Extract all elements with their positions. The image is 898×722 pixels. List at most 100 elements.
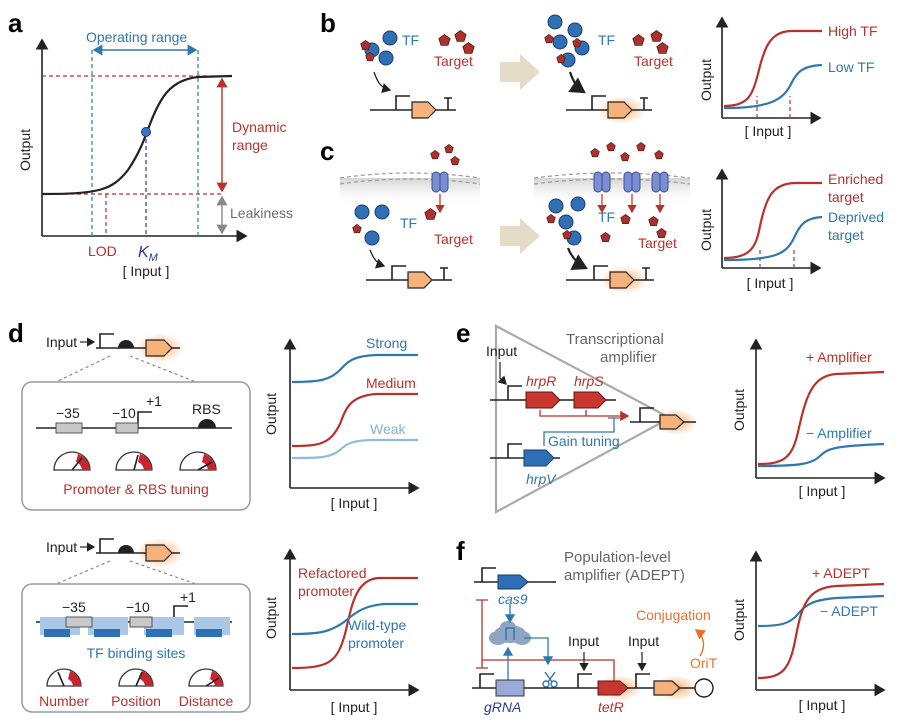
strong-label: Strong (366, 335, 407, 351)
lod-label: LOD (88, 243, 117, 259)
minus-adept-label: − ADEPT (820, 603, 878, 619)
reporter-gene-e (659, 414, 685, 430)
dial-icons-bottom (46, 668, 224, 687)
plot-d2-ylabel: Output (263, 597, 279, 639)
dial-icon (115, 451, 153, 471)
reporter-gene-2 (607, 101, 633, 119)
oriT-label: OriT (690, 655, 718, 671)
tf-cluster-c-left (352, 204, 390, 246)
membrane-right (533, 172, 691, 185)
plot-b-ylabel: Output (698, 59, 714, 101)
dial-icon (46, 668, 82, 687)
minus35-label-2: −35 (62, 599, 86, 615)
rbs-d-bottom (118, 545, 134, 553)
hrpS-label: hrpS (574, 373, 604, 389)
dial-icons-top (53, 451, 217, 471)
enriched-label-1: Enriched (828, 171, 883, 187)
target-cluster (438, 30, 475, 54)
minus10-box-2 (129, 616, 153, 628)
scissors-icon (542, 671, 558, 688)
minus-amplifier-label: − Amplifier (806, 425, 872, 441)
distance-label: Distance (179, 693, 234, 709)
gRNA-label: gRNA (484, 699, 521, 715)
gRNA-box (495, 679, 525, 697)
medium-curve (291, 392, 418, 448)
activation-arrow-strong (568, 71, 586, 94)
panel-letter-e: e (456, 318, 470, 348)
plot-e-ylabel: Output (731, 389, 747, 431)
adept-title-2: amplifier (ADEPT) (564, 567, 685, 584)
target-label-2: Target (634, 53, 673, 69)
plot-e-xlabel: [ Input ] (799, 483, 846, 499)
leakiness-label: Leakiness (230, 205, 293, 221)
deprived-label-1: Deprived (828, 209, 884, 225)
panel-e: e Transcriptional amplifier Input hrpR h… (456, 318, 886, 514)
wildtype-curve (291, 602, 418, 636)
high-tf-label: High TF (828, 23, 878, 39)
minus-adept-curve (757, 594, 885, 628)
refactored-label-2: promoter (298, 583, 354, 599)
plot-b-xlabel: [ Input ] (745, 123, 792, 139)
gain-tuning-line (543, 417, 620, 446)
input-arrow-e (497, 362, 507, 385)
rbs-shape (198, 419, 216, 428)
reporter-gene-d-top (145, 339, 173, 357)
refactored-label-1: Refactored (298, 565, 366, 581)
cas9-label: cas9 (498, 591, 528, 607)
hrpS-gene (573, 391, 607, 409)
tetR-repression-gRNA (476, 660, 488, 669)
plus1-label: +1 (146, 393, 162, 409)
panel-a: a Operating range Dynamic range Leakines… (8, 8, 293, 279)
panel-letter-d: d (8, 318, 24, 348)
tf-cluster-c-right (546, 196, 586, 246)
plot-d-xlabel: [ Input ] (331, 495, 378, 511)
plus-adept-curve (757, 582, 885, 680)
panel-letter-b: b (320, 8, 336, 38)
tf-label-c: TF (400, 215, 417, 231)
tuning-label: Promoter & RBS tuning (63, 481, 209, 497)
refactored-curve (291, 576, 418, 670)
panel-c: c (320, 136, 884, 294)
km-point (141, 127, 151, 137)
km-label: KM (138, 244, 159, 264)
minus10-label-2: −10 (126, 599, 150, 615)
transporters-right (590, 142, 669, 214)
tf-cluster-low (360, 30, 398, 66)
cas9-gene (497, 574, 529, 590)
number-label: Number (39, 693, 89, 709)
panel-letter-f: f (456, 536, 465, 566)
activation-arrow-c (369, 249, 386, 269)
rbs-label: RBS (192, 401, 221, 417)
position-label: Position (111, 693, 161, 709)
low-tf-curve (723, 63, 823, 110)
medium-label: Medium (366, 375, 416, 391)
plot-d2-xlabel: [ Input ] (331, 699, 378, 715)
dynamic-range-label-2: range (232, 137, 268, 153)
tf-binding-site-blocks (40, 617, 230, 637)
plot-d-ylabel: Output (263, 393, 279, 435)
x-axis-label: [ Input ] (123, 263, 170, 279)
strong-curve (291, 353, 418, 384)
minus10-box (115, 422, 139, 434)
target-cluster-2 (632, 30, 669, 54)
plot-f-xlabel: [ Input ] (799, 697, 846, 713)
conjugation-label: Conjugation (636, 607, 711, 623)
cleavage-arrow (524, 637, 554, 666)
plus-amplifier-label: + Amplifier (806, 349, 872, 365)
hrpV-gene (523, 449, 555, 467)
panel-d: d Input −35 −10 +1 RBS (8, 318, 420, 511)
tetR-label: tetR (598, 699, 624, 715)
enriched-curve (723, 181, 822, 260)
membrane-left (339, 172, 481, 185)
zoom-line-left-2 (55, 560, 111, 585)
amplifier-title-2: amplifier (600, 349, 657, 366)
plus1-label-2: +1 (180, 589, 196, 605)
plot-c-ylabel: Output (698, 209, 714, 251)
adept-title-1: Population-level (564, 549, 671, 566)
reporter-gene-c (407, 271, 433, 289)
dial-icon (188, 668, 224, 687)
panel-d-bottom: Input −35 −10 +1 TF binding sites (21, 538, 420, 715)
oriT-circle (694, 678, 714, 698)
panel-b: b TF Target TF (320, 8, 878, 139)
